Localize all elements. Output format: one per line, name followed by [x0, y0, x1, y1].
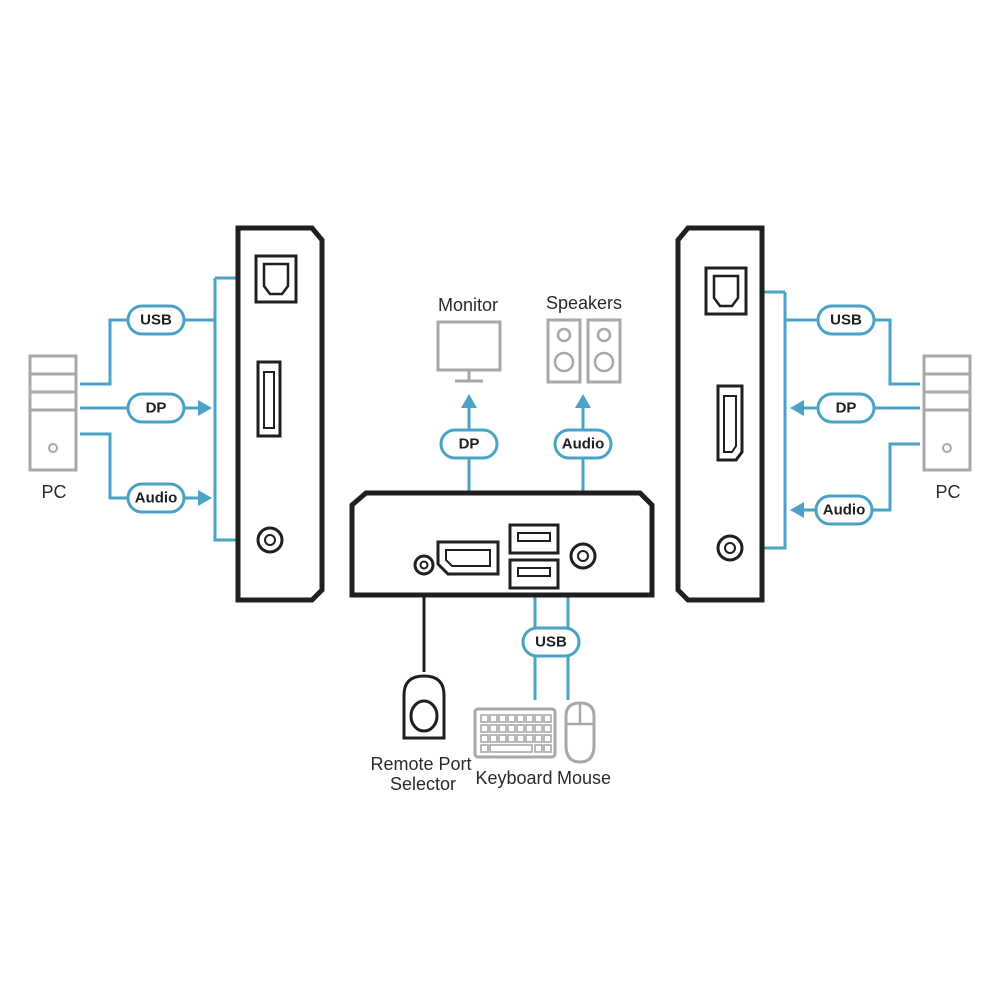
svg-text:Audio: Audio	[135, 490, 178, 507]
svg-text:USB: USB	[535, 634, 567, 651]
connector-labels: USB DP Audio USB DP Audio DP	[126, 304, 876, 658]
svg-text:Audio: Audio	[562, 436, 605, 453]
svg-text:Audio: Audio	[823, 502, 866, 519]
svg-text:DP: DP	[146, 400, 167, 417]
svg-text:DP: DP	[459, 436, 480, 453]
pill-peripheral-usb: USB	[521, 626, 581, 658]
pill-monitor-dp: DP	[439, 428, 499, 460]
pill-right-audio: Audio	[814, 494, 874, 526]
mouse-label: Mouse	[557, 768, 611, 788]
mouse: Mouse	[557, 701, 611, 788]
remote-selector-body	[402, 674, 446, 740]
pill-left-usb: USB	[126, 304, 186, 336]
svg-text:DP: DP	[836, 400, 857, 417]
keyboard-keys	[480, 714, 552, 753]
svg-text:USB: USB	[140, 312, 172, 329]
remote-selector-label-line2: Selector	[390, 774, 456, 794]
speakers: Speakers	[546, 293, 622, 384]
pc-right-label: PC	[935, 482, 960, 502]
pill-speakers-audio: Audio	[553, 428, 613, 460]
arrow-monitor	[461, 394, 477, 408]
remote-port-jack	[413, 554, 435, 576]
center-audio-port	[569, 542, 597, 570]
pc-right: PC	[922, 354, 972, 502]
remote-selector-label-line1: Remote Port	[370, 754, 471, 774]
arrow-left-dp	[198, 400, 212, 416]
left-audio-port	[256, 526, 284, 554]
speakers-label: Speakers	[546, 293, 622, 313]
arrowheads	[198, 394, 804, 518]
pc-left: PC	[28, 354, 78, 502]
arrow-speakers	[575, 394, 591, 408]
arrow-left-audio	[198, 490, 212, 506]
left-dp-port	[256, 360, 282, 438]
pill-left-dp: DP	[126, 392, 186, 424]
pill-right-usb: USB	[816, 304, 876, 336]
arrow-right-audio	[790, 502, 804, 518]
monitor-label: Monitor	[438, 295, 498, 315]
left-kvm-unit	[235, 225, 325, 603]
remote-port-selector: Remote Port Selector	[370, 674, 472, 794]
center-kvm-unit	[349, 490, 655, 598]
pill-right-dp: DP	[816, 392, 876, 424]
pc-left-label: PC	[41, 482, 66, 502]
keyboard: Keyboard	[473, 707, 557, 788]
pill-left-audio: Audio	[126, 482, 186, 514]
right-audio-port	[716, 534, 744, 562]
arrow-right-dp	[790, 400, 804, 416]
monitor: Monitor	[436, 295, 502, 383]
right-kvm-unit	[675, 225, 765, 603]
right-dp-port	[716, 384, 744, 462]
center-unit-body	[349, 490, 655, 598]
svg-text:USB: USB	[830, 312, 862, 329]
monitor-screen	[436, 320, 502, 372]
mouse-body	[564, 701, 596, 764]
remote-selector-button	[409, 699, 439, 733]
keyboard-label: Keyboard	[475, 768, 552, 788]
